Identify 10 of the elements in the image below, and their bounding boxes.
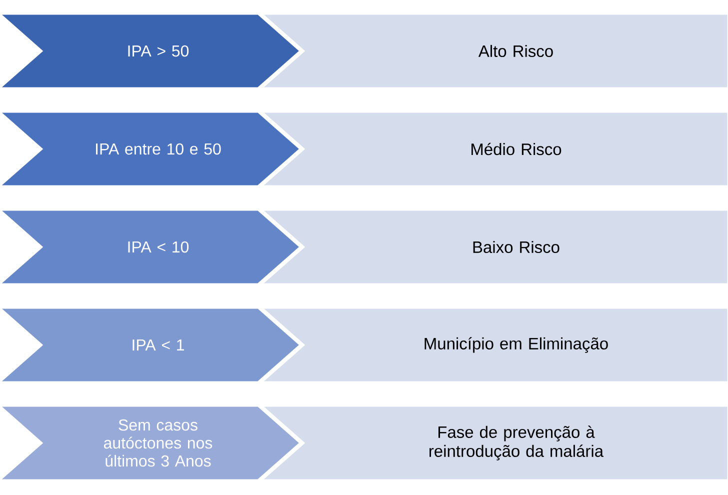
risk-level-box: Fase de prevenção à reintrodução da malária bbox=[260, 405, 728, 481]
risk-level-box: Alto Risco bbox=[260, 13, 728, 89]
criterion-box: IPA < 10 bbox=[0, 209, 302, 285]
criterion-box: Sem casos autóctones nos últimos 3 Anos bbox=[0, 405, 302, 481]
risk-level-box: Município em Eliminação bbox=[260, 307, 728, 383]
criterion-box: IPA > 50 bbox=[0, 13, 302, 89]
criterion-box: IPA < 1 bbox=[0, 307, 302, 383]
risk-level-box: Baixo Risco bbox=[260, 209, 728, 285]
risk-level-box: Médio Risco bbox=[260, 111, 728, 187]
criterion-box: IPA entre 10 e 50 bbox=[0, 111, 302, 187]
